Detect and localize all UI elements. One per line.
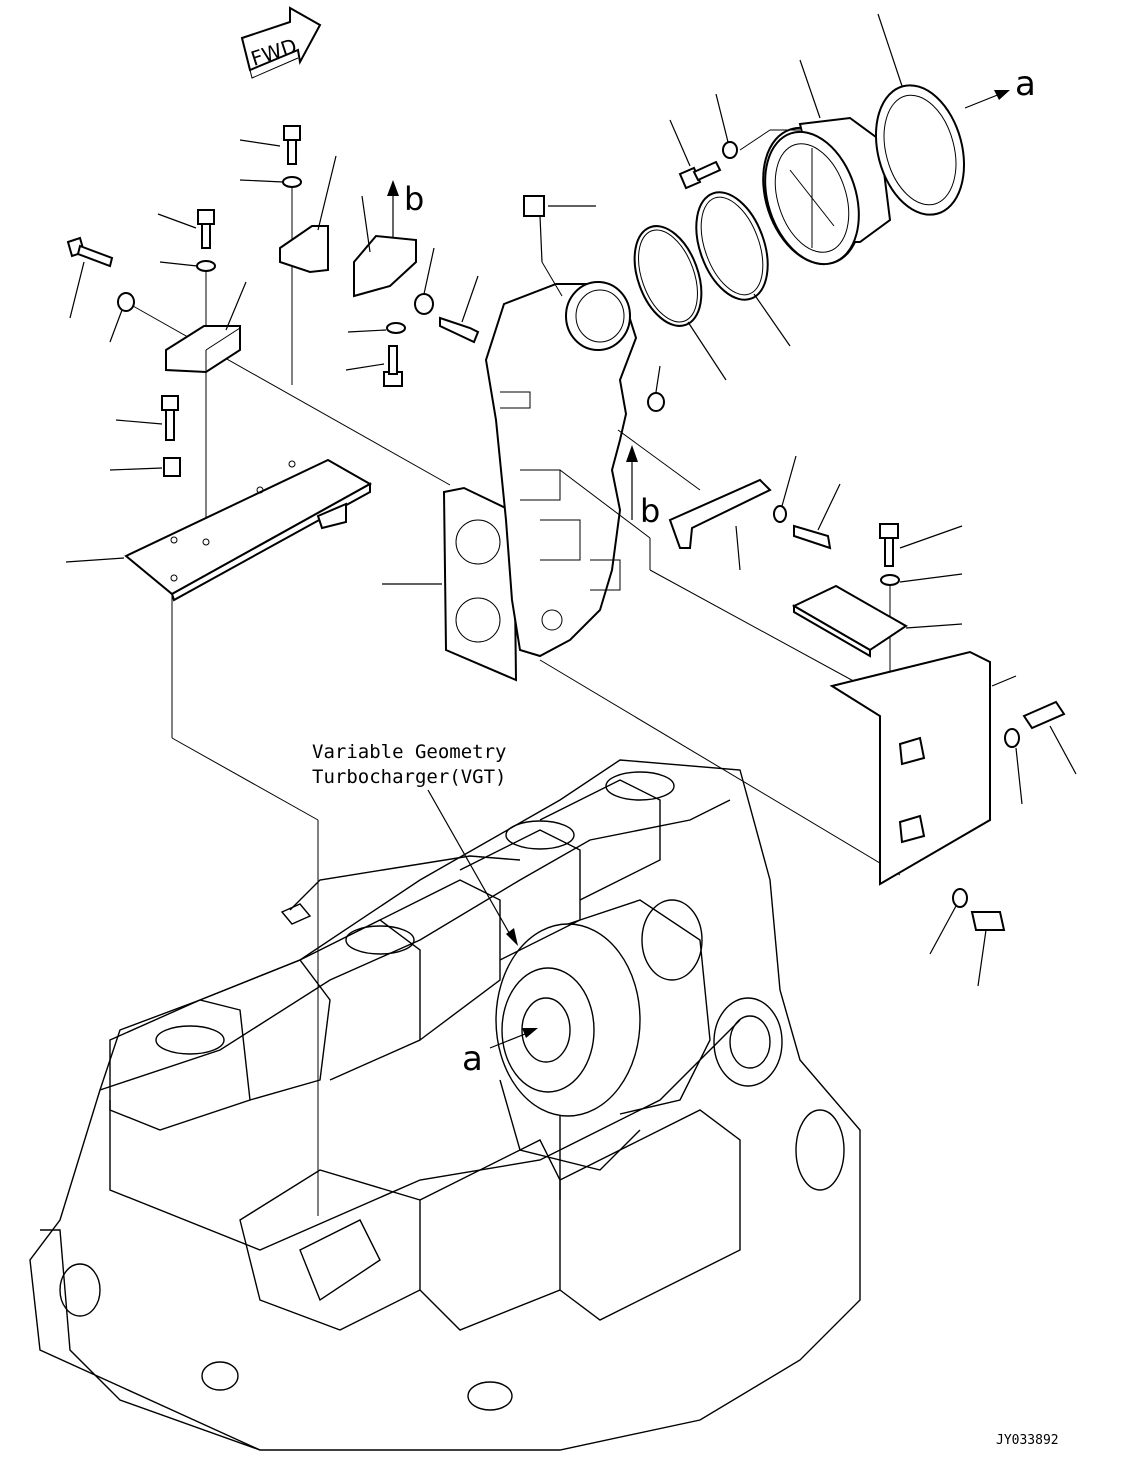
arrow-b-label-middle: b bbox=[640, 492, 660, 530]
support-right bbox=[791, 523, 1077, 987]
seal-rings bbox=[633, 191, 791, 381]
vgt-callout: Variable Geometry Turbocharger(VGT) bbox=[312, 741, 518, 946]
exhaust-manifold bbox=[484, 195, 901, 876]
bracket-left-upper bbox=[165, 155, 337, 374]
bracket-center bbox=[345, 195, 480, 387]
fwd-arrow: FWD bbox=[240, 6, 322, 79]
pipe-bracket bbox=[668, 455, 841, 571]
exhaust-gasket bbox=[382, 486, 518, 682]
bolt-group-left bbox=[66, 125, 451, 540]
arrow-a-top: a bbox=[964, 64, 1036, 109]
callout-line1: Variable Geometry bbox=[312, 741, 506, 763]
turbocharger bbox=[495, 899, 783, 1200]
engine-block bbox=[29, 759, 861, 1451]
arrow-a-label-top: a bbox=[1015, 64, 1036, 104]
arrow-a-label-lower: a bbox=[462, 1039, 483, 1079]
arrow-b-top: b bbox=[387, 180, 424, 240]
adapter-housing bbox=[739, 59, 892, 266]
bolt-washer-top bbox=[669, 93, 738, 190]
mounting-plate-left bbox=[65, 458, 373, 1216]
callout-line2: Turbocharger(VGT) bbox=[312, 766, 506, 788]
arrow-a-lower: a bbox=[462, 1028, 538, 1079]
arrow-b-middle: b bbox=[626, 445, 660, 530]
arrow-b-label-top: b bbox=[404, 180, 424, 218]
drawing-number: JY033892 bbox=[996, 1433, 1059, 1448]
gasket-top-right bbox=[874, 13, 966, 216]
